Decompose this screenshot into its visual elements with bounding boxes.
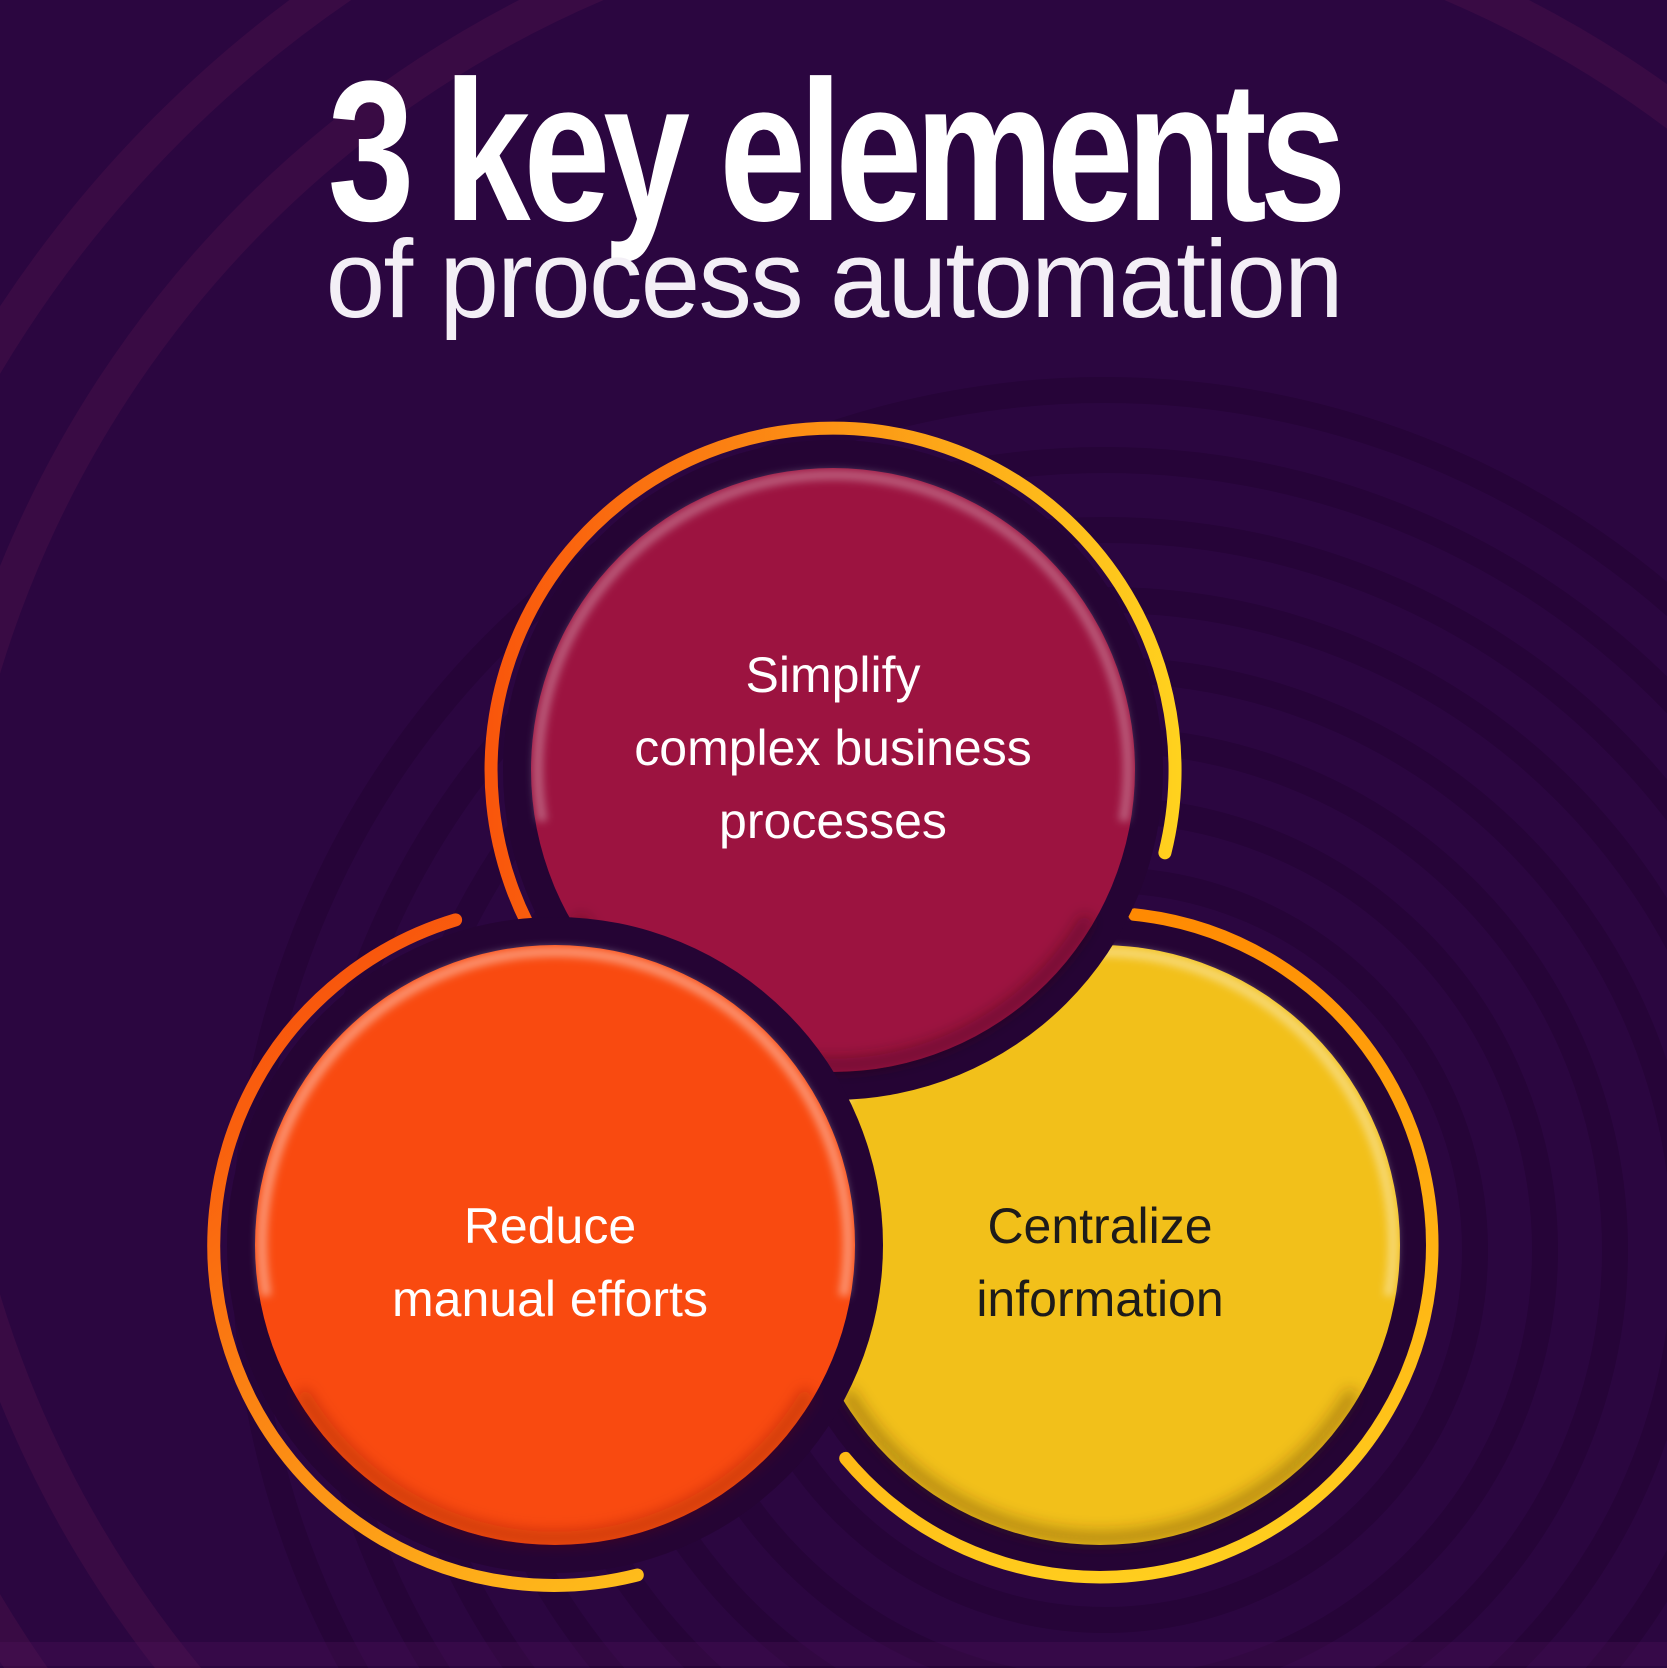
reduce-label: Reduce manual efforts — [392, 1198, 708, 1327]
simplify-circle — [531, 468, 1135, 1072]
ring-arc-centralize — [839, 908, 1439, 1584]
reduce-circle-highlight — [257, 946, 853, 1297]
reduce-circle-group — [227, 917, 883, 1573]
page-subtitle: of process automation — [0, 215, 1667, 345]
reduce-circle — [255, 945, 855, 1545]
bottom-accent-band — [0, 1642, 1667, 1666]
reduce-circle-shadow — [295, 1387, 815, 1546]
simplify-circle-group — [503, 440, 1163, 1100]
simplify-label: Simplify complex business processes — [634, 647, 1032, 849]
simplify-circle-highlight — [533, 469, 1133, 823]
centralize-circle-shadow — [840, 1387, 1360, 1546]
centralize-label: Centralize information — [976, 1198, 1224, 1327]
page-title: 3 key elements — [0, 52, 1667, 252]
ring-arc-reduce — [207, 913, 644, 1592]
page-subtitle-text: of process automation — [325, 218, 1343, 341]
centralize-circle — [800, 945, 1400, 1545]
ring-arc-simplify — [484, 421, 1182, 958]
page-title-text: 3 key elements — [327, 40, 1347, 263]
